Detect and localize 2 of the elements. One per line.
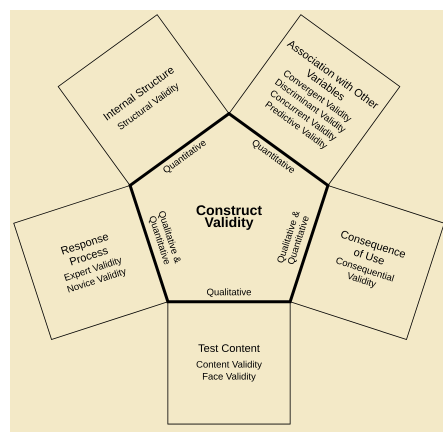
- category-square: Test Content Content Validity Face Validity: [167, 301, 291, 424]
- side-label: Qualitative: [207, 288, 252, 298]
